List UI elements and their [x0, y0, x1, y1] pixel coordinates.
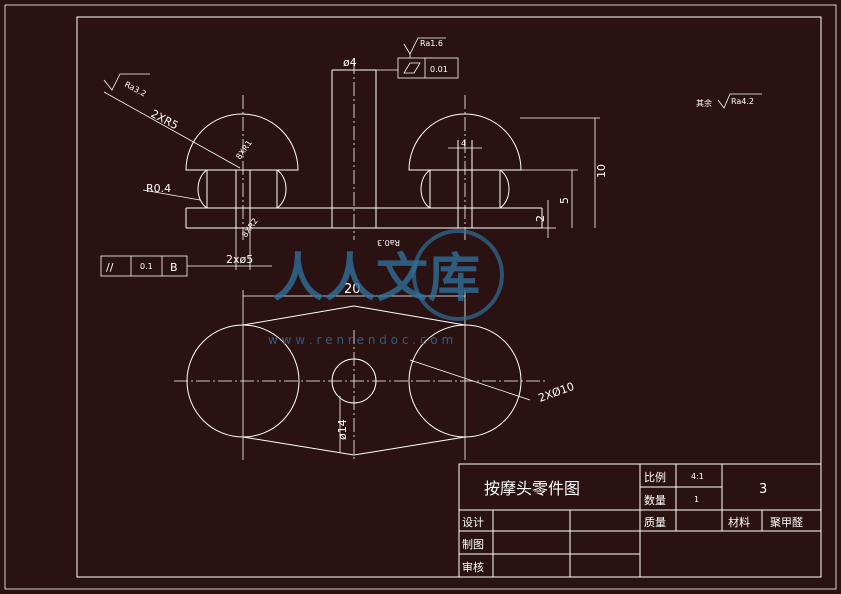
- qty-label: 数量: [644, 494, 666, 507]
- tol-flat-value: 0.01: [430, 65, 448, 74]
- design-label: 设计: [462, 516, 484, 529]
- ra32-label: Ra3.2: [123, 80, 148, 99]
- inner-frame: [76, 16, 822, 578]
- watermark-text: 人人文库: [272, 249, 480, 309]
- dim-4: 4: [461, 139, 466, 148]
- qty-value: 1: [694, 495, 699, 504]
- material-label: 材料: [728, 515, 750, 529]
- tol-par-datum: B: [170, 261, 178, 274]
- watermark: 人人文库 w w w . r e n r e n d o c . c o m: [268, 229, 504, 347]
- dim-20: 20: [344, 282, 361, 297]
- ra16-label: Ra1.6: [420, 39, 443, 48]
- dim-10: 10: [595, 164, 608, 178]
- dim-2xphi5: 2xø5: [226, 253, 253, 266]
- dim-phi14: ø14: [336, 419, 349, 440]
- dim-phi4: ø4: [343, 56, 357, 69]
- dim-r04: R0.4: [146, 182, 171, 195]
- rest-ra: Ra4.2: [731, 97, 754, 106]
- drawing-title: 按摩头零件图: [484, 479, 580, 498]
- title-block: 按摩头零件图 比例 4:1 数量 1 质量 3 材料 聚甲醛 设计 制图 审核: [458, 463, 822, 578]
- drawn-label: 制图: [462, 538, 484, 551]
- dim-2xphi10: 2XØ10: [537, 380, 576, 405]
- dim-2: 2: [534, 215, 547, 222]
- dim-5: 5: [558, 197, 571, 204]
- review-label: 审核: [462, 560, 484, 574]
- watermark-url: w w w . r e n r e n d o c . c o m: [268, 333, 453, 347]
- mass-label: 质量: [644, 516, 666, 529]
- dim-2xr5: 2XR5: [149, 107, 181, 132]
- front-view: [185, 60, 543, 240]
- outer-border: [4, 4, 837, 590]
- rest-label: 其余: [696, 98, 712, 108]
- scale-label: 比例: [644, 470, 666, 484]
- tol-par-symbol: //: [106, 261, 114, 274]
- tol-par-value: 0.1: [140, 262, 153, 271]
- scale-value: 4:1: [691, 472, 704, 481]
- drawing-number: 3: [759, 482, 767, 497]
- dim-8xr1: 8XR1: [234, 139, 254, 162]
- ra03-label: Ra0.3: [377, 238, 400, 247]
- material-value: 聚甲醛: [770, 515, 803, 529]
